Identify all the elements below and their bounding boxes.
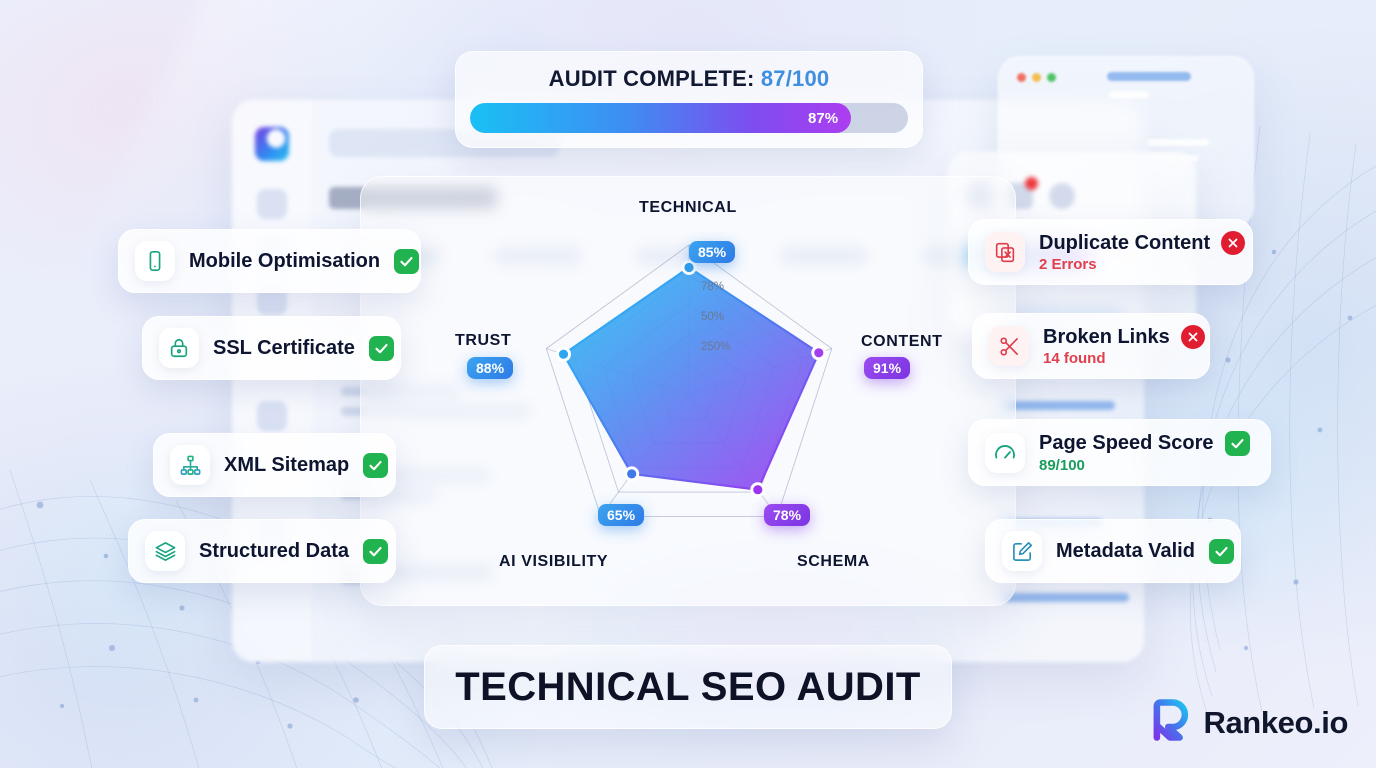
feature-card-title: XML Sitemap bbox=[224, 453, 350, 476]
radar-chart-svg: 100%78%50%250% bbox=[545, 244, 833, 517]
issue-card-duplicate-content[interactable]: Duplicate Content 2 Errors bbox=[968, 219, 1253, 285]
mock-accent-bar bbox=[1003, 401, 1115, 410]
radar-data-point[interactable] bbox=[753, 485, 763, 495]
radar-axis-label-ai-visibility: AI VISIBILITY bbox=[499, 553, 609, 570]
audit-banner-title: AUDIT COMPLETE: 87/100 bbox=[549, 66, 830, 92]
check-icon bbox=[1224, 431, 1250, 456]
lock-icon bbox=[159, 328, 199, 368]
page-title: TECHNICAL SEO AUDIT bbox=[455, 664, 921, 709]
audit-banner-label: AUDIT COMPLETE: bbox=[548, 66, 755, 91]
close-icon bbox=[1180, 325, 1205, 349]
radar-grid-ring bbox=[545, 244, 833, 517]
mock-notification-badge bbox=[1025, 177, 1038, 190]
feature-card-title: Metadata Valid bbox=[1056, 539, 1195, 562]
issue-card-broken-links[interactable]: Broken Links 14 found bbox=[972, 313, 1210, 379]
radar-data-point[interactable] bbox=[684, 262, 694, 273]
mock-accent-bar bbox=[1003, 593, 1129, 602]
audit-progress-fill: 87% bbox=[470, 103, 852, 133]
radar-tick-label: 250% bbox=[701, 341, 730, 353]
feature-card-structured-data[interactable]: Structured Data bbox=[128, 519, 396, 583]
radar-data-point[interactable] bbox=[814, 348, 824, 358]
mobile-phone-icon bbox=[135, 241, 175, 281]
audit-complete-banner: AUDIT COMPLETE: 87/100 87% bbox=[455, 51, 923, 148]
window-minimise-dot bbox=[1032, 73, 1041, 82]
window-maximise-dot bbox=[1047, 73, 1056, 82]
radar-data-point[interactable] bbox=[558, 349, 569, 359]
audit-banner-score: 87/100 bbox=[760, 66, 830, 91]
audit-progress-track: 87% bbox=[470, 103, 908, 133]
duplicate-document-icon bbox=[985, 232, 1025, 272]
feature-card-page-speed-score[interactable]: Page Speed Score 89/100 bbox=[968, 419, 1271, 486]
radar-value-content: 91% bbox=[864, 357, 911, 379]
issue-card-subtitle: 2 Errors bbox=[1039, 256, 1097, 273]
mock-nav-item bbox=[257, 401, 287, 431]
mock-app-logo-icon bbox=[255, 127, 289, 161]
radar-axis-label-content: CONTENT bbox=[861, 333, 943, 350]
radar-axis-label-schema: SCHEMA bbox=[797, 553, 870, 570]
mock-avatar-icon bbox=[1049, 183, 1075, 209]
check-icon bbox=[1208, 538, 1234, 564]
radar-value-technical: 85% bbox=[689, 241, 736, 263]
feature-card-mobile-optimisation[interactable]: Mobile Optimisation bbox=[118, 229, 421, 293]
layers-icon bbox=[145, 531, 185, 571]
radar-axis-label-trust: TRUST bbox=[455, 332, 512, 349]
sitemap-icon bbox=[170, 445, 210, 485]
issue-card-title: Broken Links bbox=[1043, 325, 1170, 348]
mock-text-line bbox=[1147, 139, 1209, 146]
speed-gauge-icon bbox=[985, 432, 1025, 473]
close-icon bbox=[1221, 231, 1246, 255]
rankeo-r-logo-icon bbox=[1149, 699, 1191, 746]
window-close-dot bbox=[1017, 73, 1026, 82]
feature-card-title: Mobile Optimisation bbox=[189, 249, 381, 272]
feature-card-title: SSL Certificate bbox=[213, 336, 355, 359]
radar-data-point[interactable] bbox=[627, 469, 637, 479]
radar-data-area bbox=[562, 266, 821, 491]
feature-card-title: Structured Data bbox=[199, 539, 350, 562]
feature-card-metadata-valid[interactable]: Metadata Valid bbox=[985, 519, 1241, 583]
feature-card-subtitle: 89/100 bbox=[1039, 457, 1085, 474]
brand-name: Rankeo.io bbox=[1203, 704, 1348, 740]
issue-card-title: Duplicate Content bbox=[1039, 231, 1211, 254]
issue-card-subtitle: 14 found bbox=[1043, 350, 1106, 367]
radar-value-schema: 78% bbox=[764, 504, 811, 526]
check-icon bbox=[368, 335, 394, 361]
mock-nav-item bbox=[257, 189, 287, 219]
check-icon bbox=[394, 248, 420, 274]
feature-card-title: Page Speed Score bbox=[1039, 432, 1214, 454]
radar-value-trust: 88% bbox=[467, 357, 514, 379]
check-icon bbox=[363, 452, 389, 478]
edit-pencil-icon bbox=[1002, 531, 1042, 571]
main-title-card: TECHNICAL SEO AUDIT bbox=[424, 645, 952, 729]
radar-value-ai-visibility: 65% bbox=[598, 504, 645, 526]
audit-progress-label: 87% bbox=[808, 109, 839, 127]
broken-link-scissors-icon bbox=[989, 326, 1029, 366]
check-icon bbox=[363, 538, 389, 564]
radar-tick-label: 78% bbox=[701, 281, 724, 293]
feature-card-xml-sitemap[interactable]: XML Sitemap bbox=[153, 433, 396, 497]
radar-tick-label: 50% bbox=[701, 311, 724, 323]
feature-card-ssl-certificate[interactable]: SSL Certificate bbox=[142, 316, 401, 380]
mock-url-bar bbox=[1107, 72, 1191, 81]
radar-axis-label-technical: TECHNICAL bbox=[639, 199, 737, 216]
radar-chart-panel: 100%78%50%250% TECHNICAL 85% CONTENT 91%… bbox=[360, 176, 1016, 606]
brand-lockup: Rankeo.io bbox=[1149, 699, 1348, 746]
mock-text-line bbox=[1109, 91, 1149, 98]
